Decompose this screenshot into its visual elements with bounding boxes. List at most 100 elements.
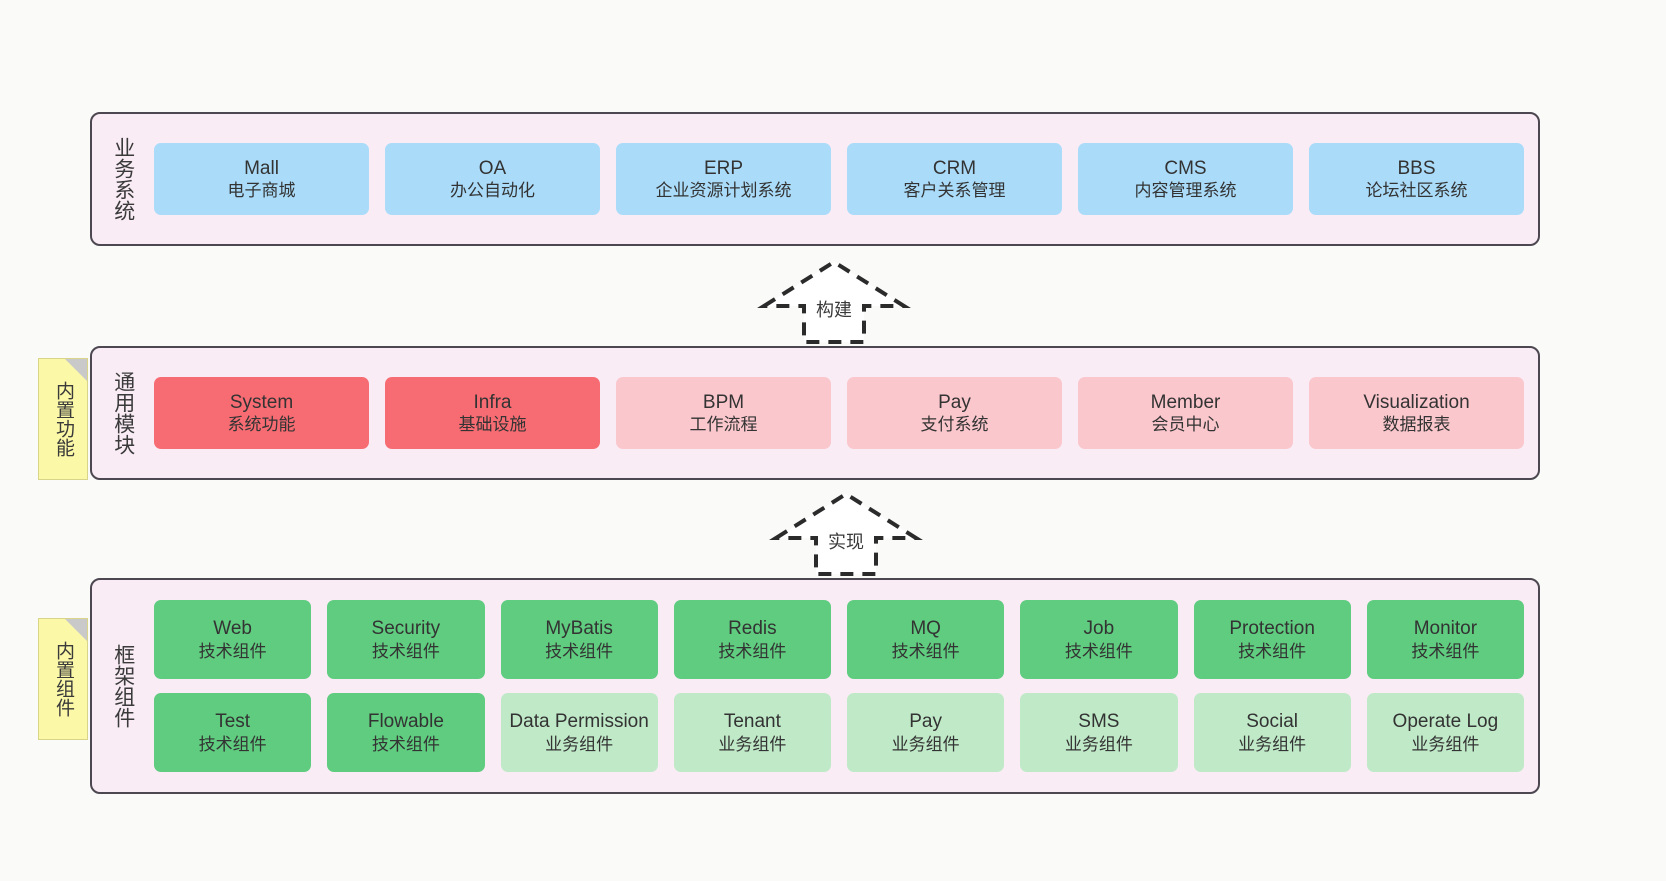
layer-business-title: 业务系统 [111, 137, 135, 221]
card-title-cn: 技术组件 [198, 734, 267, 754]
card-title-en: Monitor [1413, 618, 1478, 640]
card-title-en: CMS [1164, 157, 1207, 179]
card-title-cn: 会员中心 [1151, 415, 1220, 435]
card-visualization[interactable]: Visualization 数据报表 [1309, 377, 1524, 449]
card-bbs[interactable]: BBS 论坛社区系统 [1309, 143, 1524, 215]
layer-business-body: Mall 电子商城 OA 办公自动化 ERP 企业资源计划系统 CRM 客户关系… [146, 114, 1538, 244]
card-title-cn: 论坛社区系统 [1365, 181, 1468, 201]
note-builtin-features: 内置功能 [38, 358, 88, 480]
card-cms[interactable]: CMS 内容管理系统 [1078, 143, 1293, 215]
card-system[interactable]: System 系统功能 [154, 377, 369, 449]
note-builtin-components-label: 内置组件 [53, 641, 75, 717]
card-title-cn: 业务组件 [1238, 734, 1307, 754]
card-flowable[interactable]: Flowable 技术组件 [327, 693, 485, 772]
card-mq[interactable]: MQ 技术组件 [847, 600, 1005, 679]
card-job[interactable]: Job 技术组件 [1020, 600, 1178, 679]
card-title-cn: 客户关系管理 [903, 181, 1006, 201]
card-title-cn: 工作流程 [689, 415, 758, 435]
card-title-en: Infra [473, 391, 512, 413]
card-title-en: Operate Log [1392, 711, 1499, 733]
card-title-cn: 技术组件 [198, 641, 267, 661]
card-title-cn: 业务组件 [545, 734, 614, 754]
card-title-cn: 办公自动化 [450, 181, 535, 201]
card-protection[interactable]: Protection 技术组件 [1193, 600, 1351, 679]
connector-implement: 实现 [769, 490, 923, 576]
layer-business-systems: 业务系统 Mall 电子商城 OA 办公自动化 ERP 企业资源计划系统 CRM… [90, 112, 1540, 246]
card-pay-module[interactable]: Pay 支付系统 [847, 377, 1062, 449]
card-monitor[interactable]: Monitor 技术组件 [1366, 600, 1524, 679]
card-crm[interactable]: CRM 客户关系管理 [847, 143, 1062, 215]
card-tenant[interactable]: Tenant 业务组件 [673, 693, 831, 772]
card-title-cn: 技术组件 [371, 641, 440, 661]
card-title-cn: 技术组件 [718, 641, 787, 661]
card-data-permission[interactable]: Data Permission 业务组件 [500, 693, 658, 772]
card-title-en: Web [213, 618, 252, 640]
layer-framework-components: 框架组件 Web 技术组件 Security 技术组件 MyBatis 技术组件… [90, 578, 1540, 794]
card-bpm[interactable]: BPM 工作流程 [616, 377, 831, 449]
card-title-en: Security [371, 618, 441, 640]
card-title-cn: 业务组件 [1064, 734, 1133, 754]
layer-common-modules: 通用模块 System 系统功能 Infra 基础设施 BPM 工作流程 Pay… [90, 346, 1540, 480]
card-title-cn: 数据报表 [1382, 415, 1451, 435]
framework-card-row-2: Test 技术组件 Flowable 技术组件 Data Permission … [154, 693, 1524, 772]
connector-build: 构建 [757, 258, 911, 344]
connector-implement-label: 实现 [828, 532, 864, 552]
card-title-cn: 技术组件 [371, 734, 440, 754]
card-title-cn: 企业资源计划系统 [655, 181, 792, 201]
card-mybatis[interactable]: MyBatis 技术组件 [500, 600, 658, 679]
business-card-row: Mall 电子商城 OA 办公自动化 ERP 企业资源计划系统 CRM 客户关系… [154, 143, 1524, 215]
card-title-en: Protection [1229, 618, 1315, 640]
card-title-en: MQ [910, 618, 941, 640]
card-title-cn: 电子商城 [227, 181, 296, 201]
card-title-en: CRM [932, 157, 977, 179]
layer-framework-body: Web 技术组件 Security 技术组件 MyBatis 技术组件 Redi… [146, 580, 1538, 792]
card-title-cn: 技术组件 [1064, 641, 1133, 661]
card-title-en: Redis [728, 618, 777, 640]
modules-card-row: System 系统功能 Infra 基础设施 BPM 工作流程 Pay 支付系统… [154, 377, 1524, 449]
card-title-en: OA [478, 157, 507, 179]
card-oa[interactable]: OA 办公自动化 [385, 143, 600, 215]
note-builtin-features-label: 内置功能 [53, 381, 75, 457]
card-title-cn: 技术组件 [891, 641, 960, 661]
card-title-en: Visualization [1363, 391, 1470, 413]
card-web[interactable]: Web 技术组件 [154, 600, 312, 679]
card-infra[interactable]: Infra 基础设施 [385, 377, 600, 449]
layer-modules-body: System 系统功能 Infra 基础设施 BPM 工作流程 Pay 支付系统… [146, 348, 1538, 478]
framework-card-row-1: Web 技术组件 Security 技术组件 MyBatis 技术组件 Redi… [154, 600, 1524, 679]
card-title-cn: 技术组件 [1238, 641, 1307, 661]
card-operate-log[interactable]: Operate Log 业务组件 [1366, 693, 1524, 772]
card-redis[interactable]: Redis 技术组件 [673, 600, 831, 679]
layer-modules-title: 通用模块 [111, 371, 135, 455]
card-title-cn: 内容管理系统 [1134, 181, 1237, 201]
card-pay-component[interactable]: Pay 业务组件 [847, 693, 1005, 772]
card-title-en: Mall [244, 157, 279, 179]
card-title-en: SMS [1078, 711, 1120, 733]
card-title-cn: 业务组件 [1411, 734, 1480, 754]
card-mall[interactable]: Mall 电子商城 [154, 143, 369, 215]
card-title-cn: 业务组件 [718, 734, 787, 754]
card-sms[interactable]: SMS 业务组件 [1020, 693, 1178, 772]
card-title-en: Data Permission [509, 711, 649, 733]
connector-build-label: 构建 [816, 300, 852, 320]
note-builtin-components: 内置组件 [38, 618, 88, 740]
card-title-en: Social [1246, 711, 1298, 733]
card-title-cn: 技术组件 [545, 641, 614, 661]
card-security[interactable]: Security 技术组件 [327, 600, 485, 679]
card-title-en: MyBatis [545, 618, 613, 640]
card-erp[interactable]: ERP 企业资源计划系统 [616, 143, 831, 215]
card-title-en: ERP [703, 157, 744, 179]
card-title-en: Tenant [723, 711, 781, 733]
layer-framework-title: 框架组件 [111, 644, 135, 728]
card-title-en: BBS [1397, 157, 1436, 179]
note-fold-corner-icon [65, 359, 87, 381]
card-member[interactable]: Member 会员中心 [1078, 377, 1293, 449]
card-title-en: System [229, 391, 294, 413]
card-test[interactable]: Test 技术组件 [154, 693, 312, 772]
card-social[interactable]: Social 业务组件 [1193, 693, 1351, 772]
card-title-cn: 系统功能 [227, 415, 296, 435]
card-title-en: Member [1150, 391, 1221, 413]
card-title-cn: 技术组件 [1411, 641, 1480, 661]
card-title-en: BPM [702, 391, 745, 413]
note-fold-corner-icon [65, 619, 87, 641]
